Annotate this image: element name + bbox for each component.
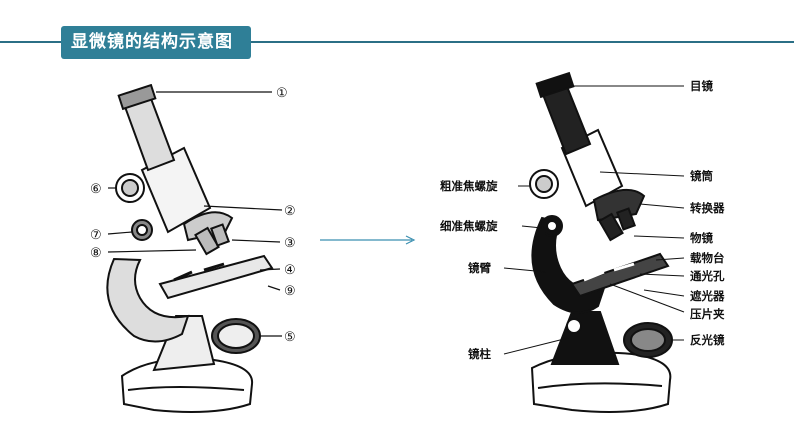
marker-5: ⑤ [284,330,296,345]
right-arrow-icon [320,235,416,245]
marker-9: ⑨ [284,284,296,299]
label-nosepiece: 转换器 [690,201,725,215]
marker-8: ⑧ [90,246,102,261]
marker-3: ③ [284,236,296,251]
label-objective: 物镜 [690,231,713,245]
header-rule [0,41,794,43]
marker-2: ② [284,204,296,219]
marker-6: ⑥ [90,182,102,197]
label-eyepiece: 目镜 [690,79,713,93]
microscope-illustration-labeled: 目镜 镜筒 粗准焦螺旋 转换器 细准焦螺旋 物镜 载物台 镜臂 通光孔 遮光器 … [440,71,725,413]
label-arm: 镜臂 [468,261,491,275]
marker-1: ① [276,86,288,101]
label-clip: 压片夹 [690,307,725,321]
marker-7: ⑦ [90,228,102,243]
left-diagram-panel: ① ② ③ ④ ⑤ ⑥ ⑦ ⑧ ⑨ [64,83,317,427]
label-fine-focus: 细准焦螺旋 [440,219,498,233]
label-stage: 载物台 [690,251,725,265]
marker-4: ④ [284,263,296,278]
label-aperture: 通光孔 [690,269,725,283]
label-pillar: 镜柱 [468,347,491,361]
label-diaphragm: 遮光器 [690,289,725,303]
microscope-illustration-numbered: ① ② ③ ④ ⑤ ⑥ ⑦ ⑧ ⑨ [90,83,296,413]
label-mirror: 反光镜 [690,333,725,347]
label-tube: 镜筒 [690,169,713,183]
page-title: 显微镜的结构示意图 [61,26,251,59]
right-diagram-panel: 目镜 镜筒 粗准焦螺旋 转换器 细准焦螺旋 物镜 载物台 镜臂 通光孔 遮光器 … [422,68,752,425]
label-coarse-focus: 粗准焦螺旋 [440,179,498,193]
